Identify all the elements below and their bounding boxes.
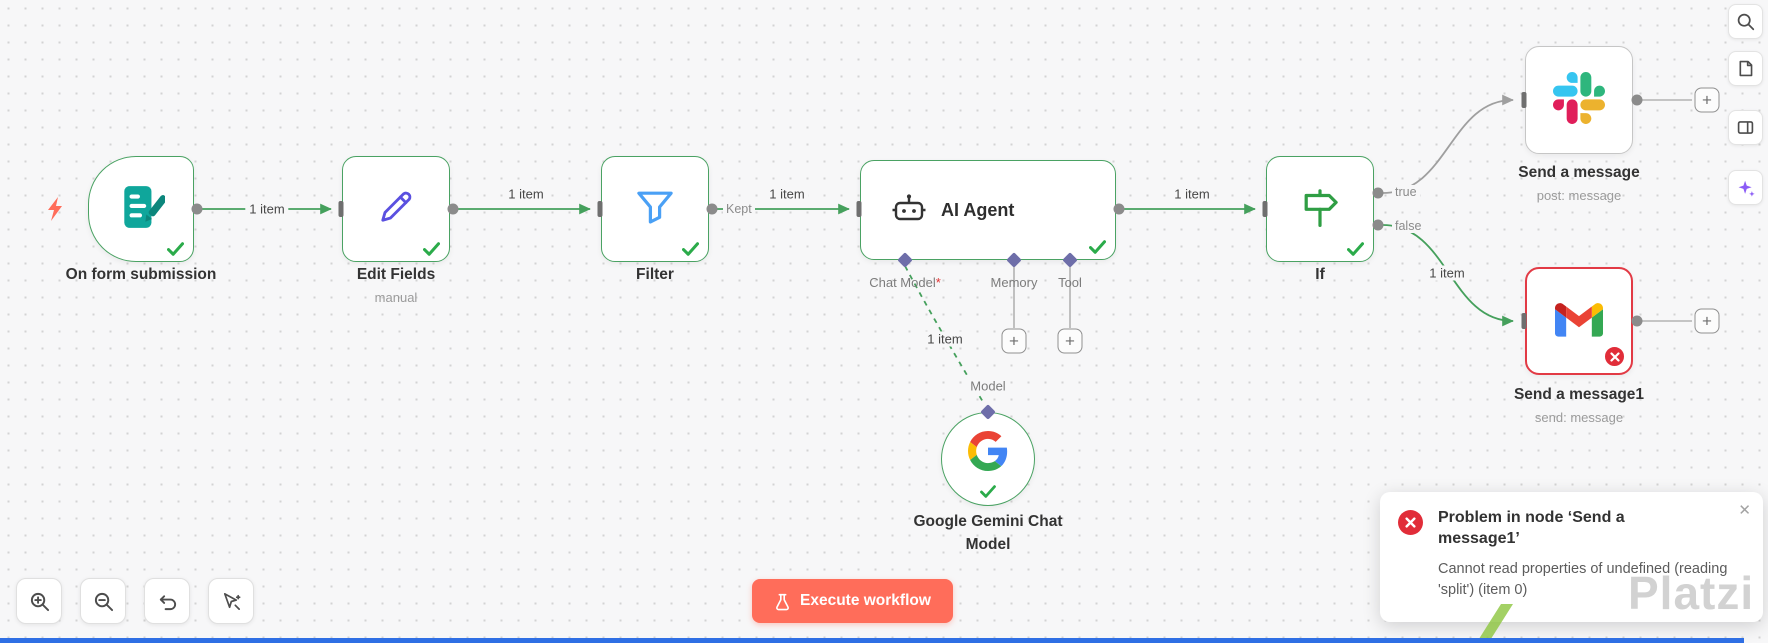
node-inner-title: AI Agent [941,199,1015,220]
zoom-out-button[interactable] [80,578,126,624]
google-icon [968,430,1008,476]
if-true-output-label: true [1392,185,1420,199]
pencil-icon [374,185,418,234]
items-label: 1 item [765,186,809,202]
node-filter[interactable] [601,156,709,262]
tidy-up-button[interactable] [208,578,254,624]
node-slack-send-message[interactable] [1525,46,1633,154]
signpost-icon [1297,184,1343,235]
success-check-icon [980,485,996,498]
success-check-icon [166,242,185,256]
node-title[interactable]: Send a message [1518,164,1640,181]
filter-output-label: Kept [723,202,755,216]
output-connector[interactable] [1631,315,1643,327]
toast-close-button[interactable]: ✕ [1738,502,1751,519]
undo-button[interactable] [144,578,190,624]
node-title[interactable]: If [1315,266,1325,283]
node-on-form-submission[interactable] [88,156,194,262]
add-node-after-gmail-button[interactable]: + [1694,308,1720,334]
success-check-icon [1346,242,1365,256]
node-title[interactable]: On form submission [65,266,217,283]
node-title[interactable]: Send a message1 [1513,386,1645,403]
node-subtitle: send: message [1534,410,1624,425]
node-gmail-send-message[interactable] [1525,267,1633,375]
execute-workflow-label: Execute workflow [800,592,931,609]
items-label: 1 item [1425,265,1469,281]
node-if[interactable] [1266,156,1374,262]
toast-title: Problem in node ‘Send a message1’ [1438,509,1625,547]
success-check-icon [681,242,700,256]
wire-if-true-to-slack[interactable] [1382,94,1514,194]
items-label: 1 item [923,331,967,347]
output-connector[interactable] [447,203,459,215]
add-tool-button[interactable]: + [1057,328,1083,354]
node-title[interactable]: Edit Fields [356,266,436,283]
sticky-note-button[interactable] [1728,51,1763,86]
bottom-edge-bar [0,638,1744,643]
form-icon [117,183,168,236]
node-subtitle: manual [374,290,418,305]
if-true-output-connector[interactable] [1372,187,1384,199]
flask-icon [774,592,791,611]
slack-icon [1553,71,1605,129]
items-label: 1 item [504,186,548,202]
input-connector[interactable] [338,201,344,217]
watermark: Platzi [1628,567,1755,619]
platzi-logo-icon [1473,598,1523,643]
input-connector[interactable] [1262,201,1268,217]
execute-workflow-button[interactable]: Execute workflow [752,579,953,623]
add-memory-button[interactable]: + [1001,328,1027,354]
if-false-output-label: false [1392,219,1425,233]
error-badge-icon [1603,345,1626,368]
input-connector[interactable] [1521,92,1527,108]
gemini-port-label: Model [966,378,1010,394]
robot-icon [891,192,927,229]
output-connector[interactable] [1113,203,1125,215]
memory-port-label: Memory [990,275,1038,290]
if-false-output-connector[interactable] [1372,219,1384,231]
zoom-in-button[interactable] [16,578,62,624]
gmail-icon [1555,300,1603,342]
output-connector[interactable] [706,203,718,215]
input-connector[interactable] [1521,313,1527,329]
output-connector[interactable] [1631,94,1643,106]
panel-toggle-button[interactable] [1728,110,1763,145]
ai-assistant-button[interactable] [1728,170,1763,205]
tool-port-label: Tool [1058,275,1082,290]
items-label: 1 item [245,201,289,217]
toast-message: Cannot read properties of undefined (rea… [1438,560,1728,598]
canvas-search-button[interactable] [1728,4,1763,39]
funnel-icon [632,184,678,235]
add-node-after-slack-button[interactable]: + [1694,87,1720,113]
trigger-lightning-icon [44,196,68,222]
node-edit-fields[interactable] [342,156,450,262]
error-toast: Problem in node ‘Send a message1’ Cannot… [1380,492,1763,622]
output-connector[interactable] [191,203,203,215]
success-check-icon [1088,240,1107,254]
required-mark: * [935,275,941,290]
node-subtitle: post: message [1536,188,1622,203]
error-icon [1398,510,1423,535]
chat-model-port-label: Chat Model* [869,275,941,290]
success-check-icon [422,242,441,256]
node-google-gemini-chat-model[interactable] [941,412,1035,506]
node-title[interactable]: Filter [636,266,674,283]
input-connector[interactable] [856,201,862,217]
node-ai-agent[interactable]: AI Agent [860,160,1116,260]
items-label: 1 item [1170,186,1214,202]
node-title[interactable]: Google Gemini Chat Model [913,513,1063,553]
input-connector[interactable] [597,201,603,217]
